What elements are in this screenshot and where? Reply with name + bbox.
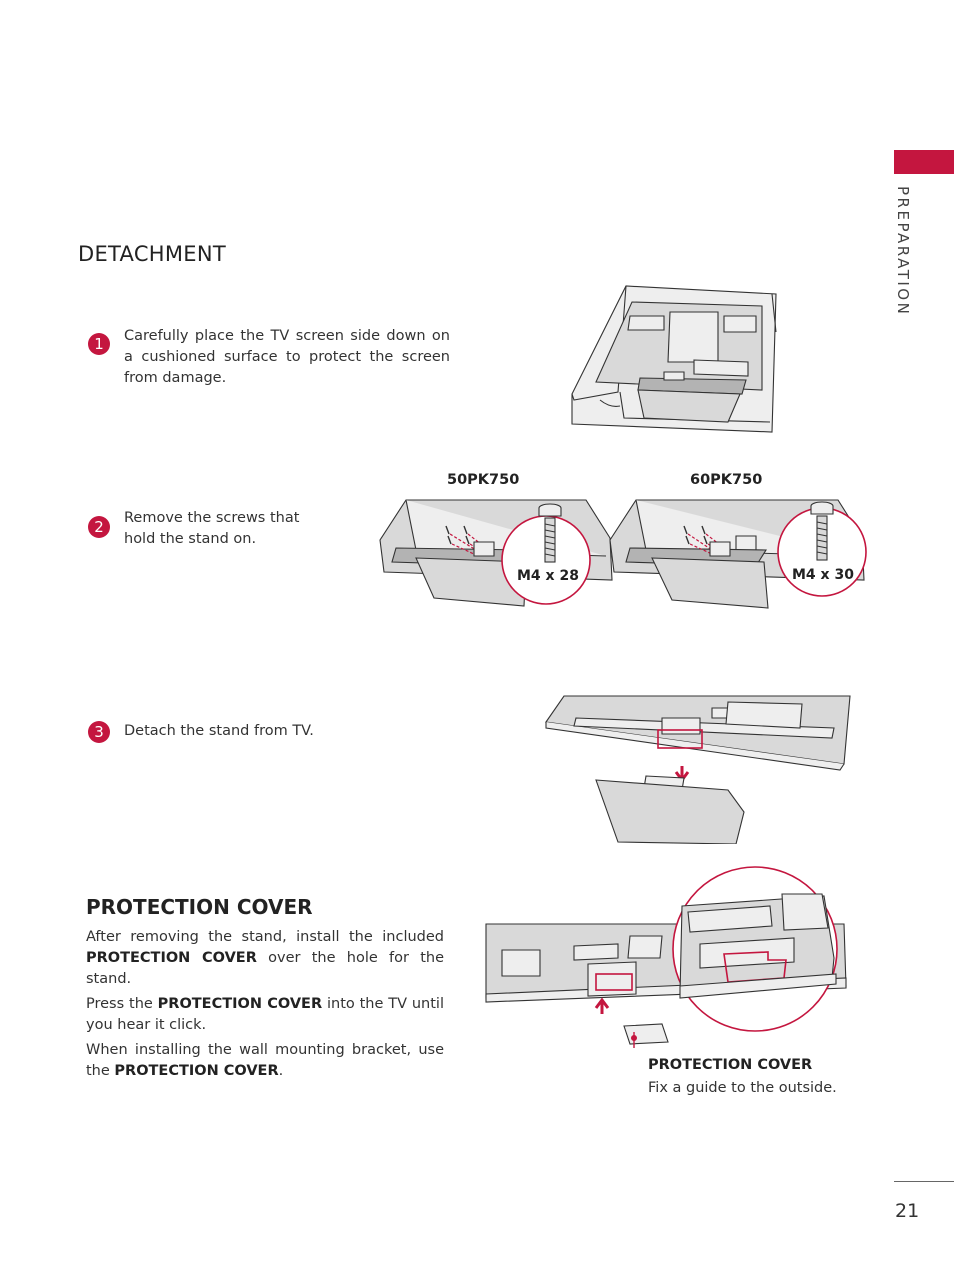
model-60-label: 60PK750: [690, 472, 763, 488]
stand-detach-illustration: [545, 695, 851, 844]
step-3-number: 3: [88, 721, 110, 743]
section-tab-marker: [894, 150, 954, 174]
screw-removal-50-illustration: M4 x 28: [379, 499, 613, 607]
cover-p2-text-a: Press the: [86, 996, 158, 1012]
cover-p1-text-c: over the hole for the stand.: [86, 950, 444, 987]
protection-cover-caption-title: PROTECTION COVER: [648, 1057, 813, 1073]
cover-paragraph-1: After removing the stand, install the in…: [86, 927, 444, 990]
cover-p3-emphasis: PROTECTION COVER: [114, 1063, 279, 1079]
footer-divider: [894, 1181, 954, 1182]
step-2-number: 2: [88, 516, 110, 538]
screw-50-size: M4 x 28: [517, 568, 579, 584]
cover-p3-text-c: .: [278, 1063, 284, 1079]
protection-cover-caption-text: Fix a guide to the outside.: [648, 1080, 837, 1096]
cover-paragraph-3: When installing the wall mounting bracke…: [86, 1040, 444, 1082]
step-1-number: 1: [88, 333, 110, 355]
protection-cover-instructions: After removing the stand, install the in…: [86, 927, 444, 1086]
protection-cover-illustration: [485, 866, 847, 1048]
cover-p1-text-a: After removing the stand, install the in…: [86, 929, 444, 945]
detachment-heading: DETACHMENT: [78, 242, 227, 266]
step-1-text: Carefully place the TV screen side down …: [124, 328, 450, 386]
protection-cover-heading: PROTECTION COVER: [86, 895, 313, 919]
model-50-label: 50PK750: [447, 472, 520, 488]
screw-60-size: M4 x 30: [792, 567, 854, 583]
section-tab-label: PREPARATION: [894, 186, 912, 317]
screw-removal-60-illustration: M4 x 30: [609, 499, 867, 609]
tv-facedown-illustration: [571, 285, 777, 433]
step-2-text: Remove the screws that hold the stand on…: [124, 510, 300, 547]
cover-paragraph-2: Press the PROTECTION COVER into the TV u…: [86, 994, 444, 1036]
cover-p3-text-a: When installing the wall mounting bracke…: [86, 1042, 444, 1079]
page-number: 21: [895, 1200, 920, 1222]
cover-p1-emphasis: PROTECTION COVER: [86, 950, 257, 966]
step-3-text: Detach the stand from TV.: [124, 723, 314, 739]
cover-p2-text-c: into the TV until you hear it click.: [86, 996, 444, 1033]
cover-p2-emphasis: PROTECTION COVER: [157, 996, 323, 1012]
